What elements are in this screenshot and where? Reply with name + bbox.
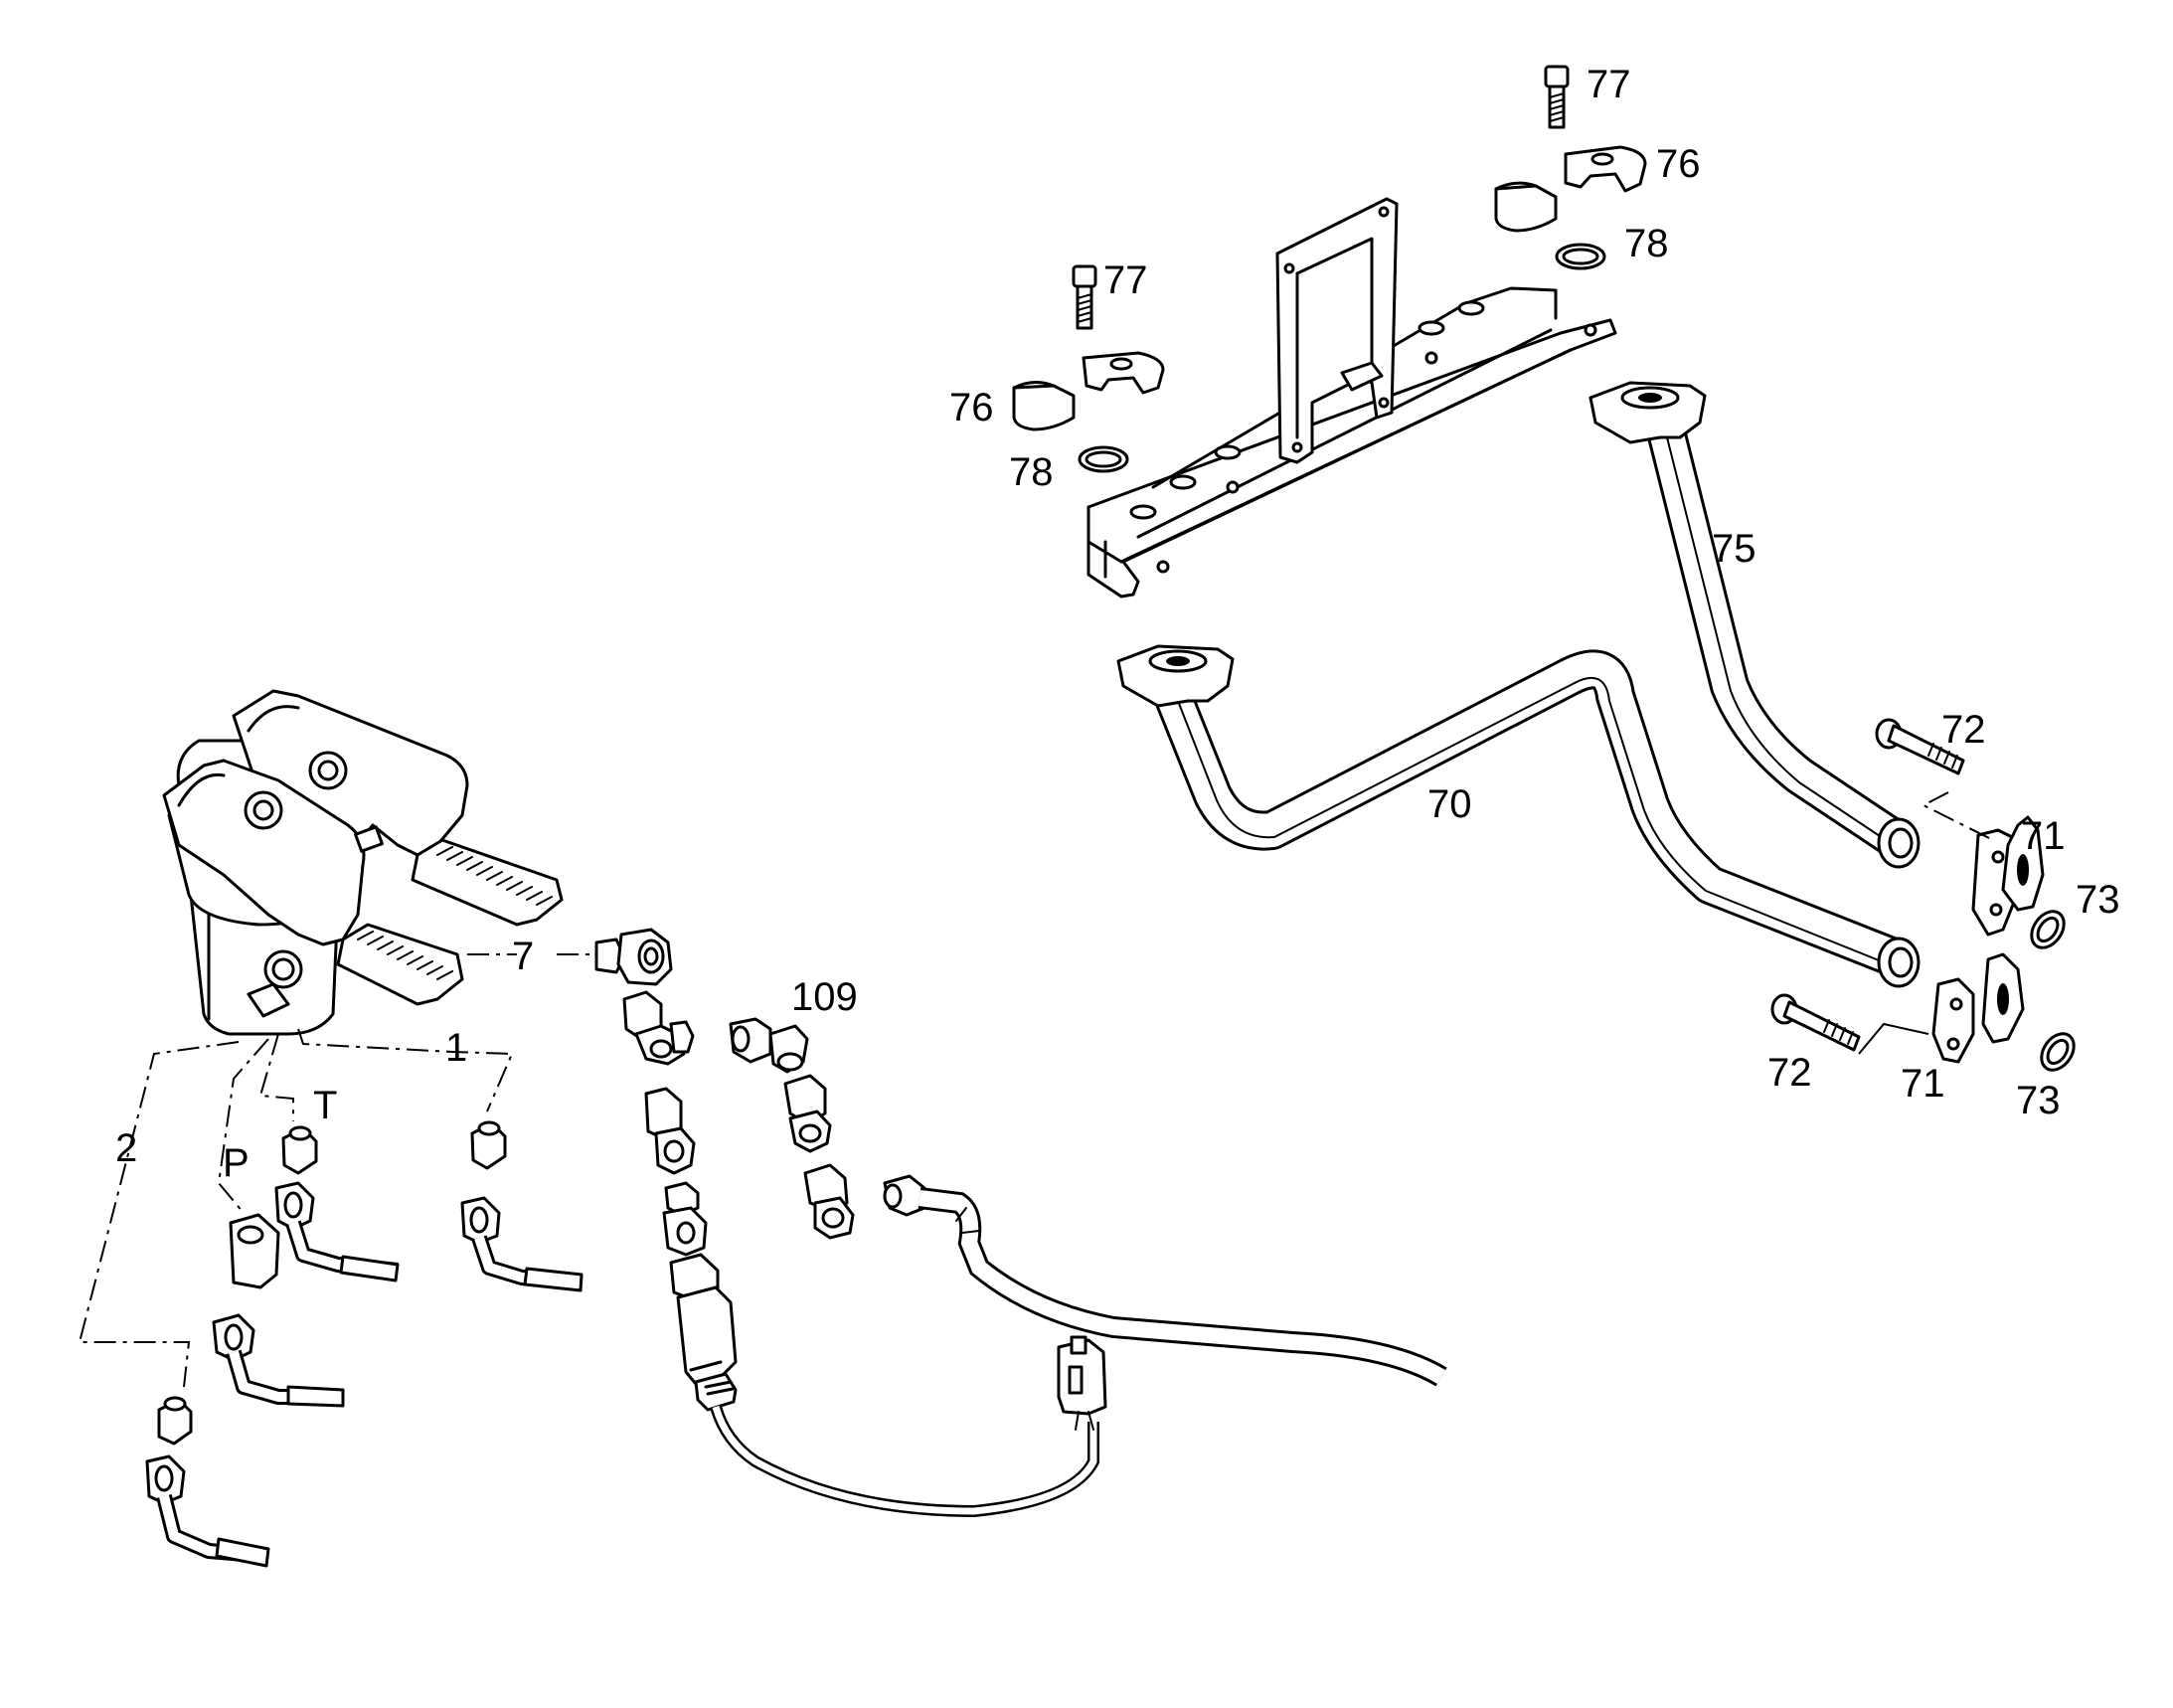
label-77-left: 77 — [1103, 258, 1148, 302]
label-109: 109 — [791, 975, 858, 1019]
elbow-fitting-7 — [594, 928, 673, 986]
flange-half-71-lower — [1931, 952, 2025, 1064]
label-78-left: 78 — [1009, 450, 1054, 494]
label-78-right: 78 — [1624, 222, 1669, 265]
fitting-group-2 — [145, 1396, 270, 1568]
tube-75 — [1588, 381, 1921, 869]
adapter-fitting — [644, 1087, 696, 1175]
port-leaders — [78, 953, 596, 1388]
bolt-72-lower — [1770, 993, 1861, 1052]
washer-78-right — [1555, 243, 1606, 270]
flange-hardware-lower — [1770, 952, 2076, 1072]
tee-fitting — [622, 990, 695, 1066]
label-71-lower: 71 — [1901, 1062, 1945, 1106]
bolt-72-upper — [1875, 718, 1965, 775]
clamp-set-left — [1012, 264, 1165, 473]
callout-labels: 1 2 P T 7 109 70 71 71 72 72 73 73 75 76… — [115, 63, 2120, 1185]
label-76-left: 76 — [949, 386, 994, 429]
electrical-connector — [1057, 1335, 1107, 1431]
label-70: 70 — [1427, 782, 1472, 826]
bolt-77-right — [1544, 65, 1570, 129]
label-73-upper: 73 — [2076, 878, 2120, 922]
label-P: P — [223, 1141, 250, 1185]
fitting-group-T — [274, 1125, 400, 1282]
clamp-half-76-left — [1012, 351, 1165, 431]
nipple-fitting — [662, 1181, 708, 1257]
o-ring-73-lower — [2040, 1032, 2076, 1072]
fitting-group-P — [212, 1213, 345, 1408]
label-1: 1 — [445, 1026, 467, 1070]
pedal-valve — [162, 689, 564, 1036]
washer-78-left — [1078, 445, 1129, 473]
clamp-set-right — [1494, 65, 1647, 270]
label-71-upper: 71 — [2021, 814, 2066, 858]
bolt-77-left — [1072, 264, 1097, 330]
label-2: 2 — [115, 1126, 137, 1170]
label-77-right: 77 — [1587, 63, 1631, 106]
o-ring-73-upper — [2030, 910, 2066, 949]
swivel-elbow — [803, 1163, 855, 1240]
hydraulic-hose — [883, 1174, 1447, 1387]
tube-70 — [1116, 644, 1921, 988]
reducer-fitting — [783, 1074, 832, 1153]
clamp-half-76-right — [1494, 145, 1647, 233]
callout-leaders — [1858, 791, 1994, 1055]
label-T: T — [313, 1084, 337, 1127]
elbow-fitting-109 — [729, 1017, 809, 1074]
label-7: 7 — [512, 935, 534, 978]
flange-half-71-upper — [1971, 815, 2045, 937]
flange-hardware-upper — [1875, 718, 2066, 949]
label-72-upper: 72 — [1941, 708, 1986, 752]
label-76-right: 76 — [1656, 142, 1701, 186]
label-75: 75 — [1712, 527, 1756, 571]
fitting-group-1 — [460, 1120, 584, 1292]
label-73-lower: 73 — [2016, 1079, 2061, 1122]
pressure-sensor — [669, 1253, 1099, 1518]
mounting-bracket — [1086, 197, 1617, 598]
label-72-lower: 72 — [1767, 1051, 1812, 1095]
